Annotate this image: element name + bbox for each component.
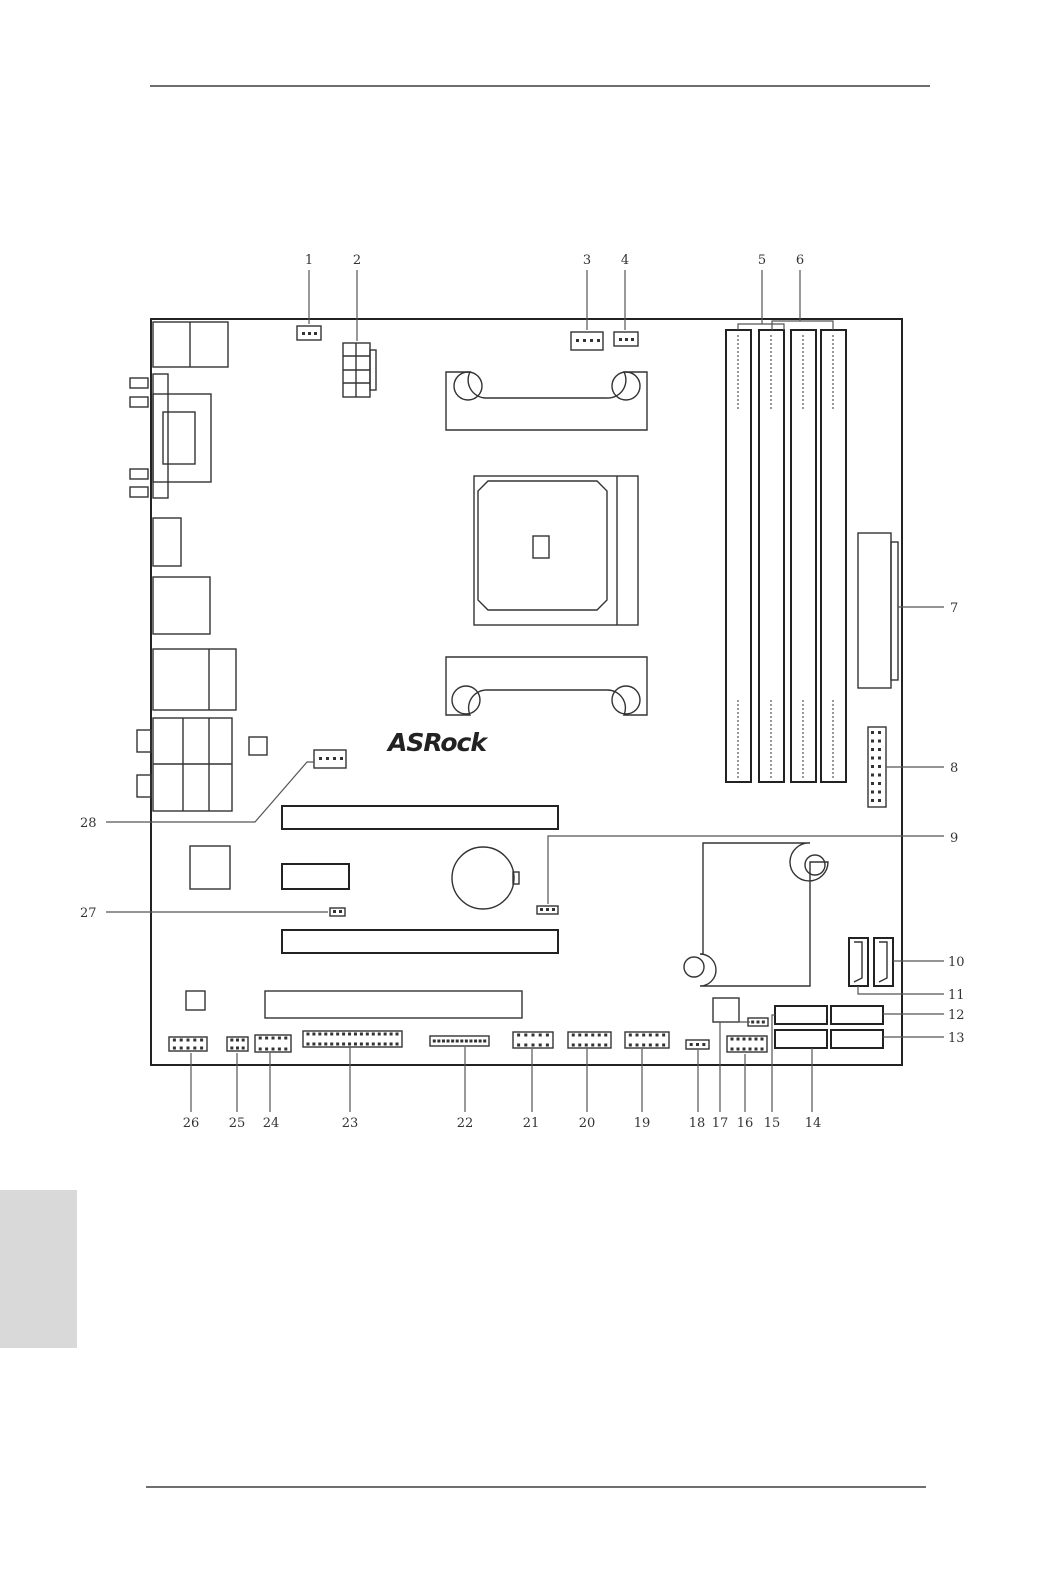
pcie-x16-slot-2 [282, 930, 558, 953]
callout-25: 25 [229, 1116, 246, 1131]
cpu-fan-header [571, 332, 603, 350]
callout-9: 9 [950, 831, 958, 846]
callout-7: 7 [950, 601, 958, 616]
pcie-x16-slot [282, 806, 558, 829]
header-22 [430, 1036, 489, 1046]
sata-port-11 [849, 938, 868, 986]
header-9 [537, 906, 558, 914]
callout-2: 2 [353, 253, 361, 268]
dimm-slot-b2 [821, 330, 846, 782]
callout-5: 5 [758, 253, 766, 268]
dimm-slot-a2 [759, 330, 784, 782]
sata-ports-vertical [849, 938, 893, 986]
header-18 [686, 1040, 709, 1049]
sata-port-15 [775, 1006, 827, 1024]
cpu-fan-header-2 [614, 332, 638, 346]
callout-14: 14 [805, 1116, 822, 1131]
callout-12: 12 [948, 1008, 965, 1023]
fan-header-1 [297, 326, 321, 340]
callout-26: 26 [183, 1116, 200, 1131]
fan-header-28 [314, 750, 346, 768]
header-20 [568, 1032, 611, 1048]
hdmi-port [153, 577, 210, 634]
header-19 [625, 1032, 669, 1048]
cmos-battery [452, 847, 519, 909]
sata-ports-horizontal [775, 1006, 883, 1048]
vga-port [153, 394, 211, 482]
callout-27: 27 [80, 906, 97, 921]
chip-super-io [190, 846, 230, 889]
header-26 [169, 1037, 207, 1051]
pci-slot [265, 991, 522, 1018]
sata-port-12 [831, 1006, 883, 1024]
asrock-logo: ASRock [386, 728, 488, 757]
sata-port-14 [775, 1030, 827, 1048]
sata-port-10 [874, 938, 893, 986]
small-chip [249, 737, 267, 755]
callout-22: 22 [457, 1116, 474, 1131]
header-8 [868, 727, 886, 807]
callout-19: 19 [634, 1116, 651, 1131]
callout-16: 16 [737, 1116, 754, 1131]
usb-lan-port [153, 649, 236, 710]
callout-11: 11 [948, 988, 965, 1003]
dimm-slot-a1 [726, 330, 751, 782]
chip-small [186, 991, 205, 1010]
callout-18: 18 [689, 1116, 706, 1131]
callout-23: 23 [342, 1116, 359, 1131]
header-16 [727, 1036, 767, 1052]
sata-port-13 [831, 1030, 883, 1048]
callout-1: 1 [305, 253, 313, 268]
jumper-27 [330, 908, 345, 916]
atx-12v-power-connector [343, 343, 376, 397]
callout-4: 4 [621, 253, 629, 268]
dimm-slots [726, 330, 846, 782]
cpu-socket [474, 476, 638, 625]
bottom-headers [169, 1018, 768, 1052]
callout-21: 21 [523, 1116, 540, 1131]
dvi-port [153, 518, 181, 566]
retention-bracket-bottom [446, 657, 647, 715]
retention-bracket-top [446, 372, 647, 430]
callout-28: 28 [80, 816, 97, 831]
header-23 [303, 1031, 402, 1047]
callout-6: 6 [796, 253, 804, 268]
header-24 [255, 1035, 291, 1052]
callout-17: 17 [712, 1116, 729, 1131]
header-25 [227, 1037, 248, 1051]
header-21 [513, 1032, 553, 1048]
callout-13: 13 [948, 1031, 965, 1046]
dimm-slot-b1 [791, 330, 816, 782]
chipset-heatsink [684, 843, 828, 986]
callout-15: 15 [764, 1116, 781, 1131]
callout-20: 20 [579, 1116, 596, 1131]
chip-small-2 [713, 998, 739, 1022]
callout-24: 24 [263, 1116, 280, 1131]
atx-power-connector [858, 533, 898, 688]
callout-3: 3 [583, 253, 591, 268]
leader-lines [106, 270, 944, 1112]
callout-8: 8 [950, 761, 958, 776]
callout-10: 10 [948, 955, 965, 970]
header-17 [748, 1018, 768, 1026]
pcie-x1-slot [282, 864, 349, 889]
